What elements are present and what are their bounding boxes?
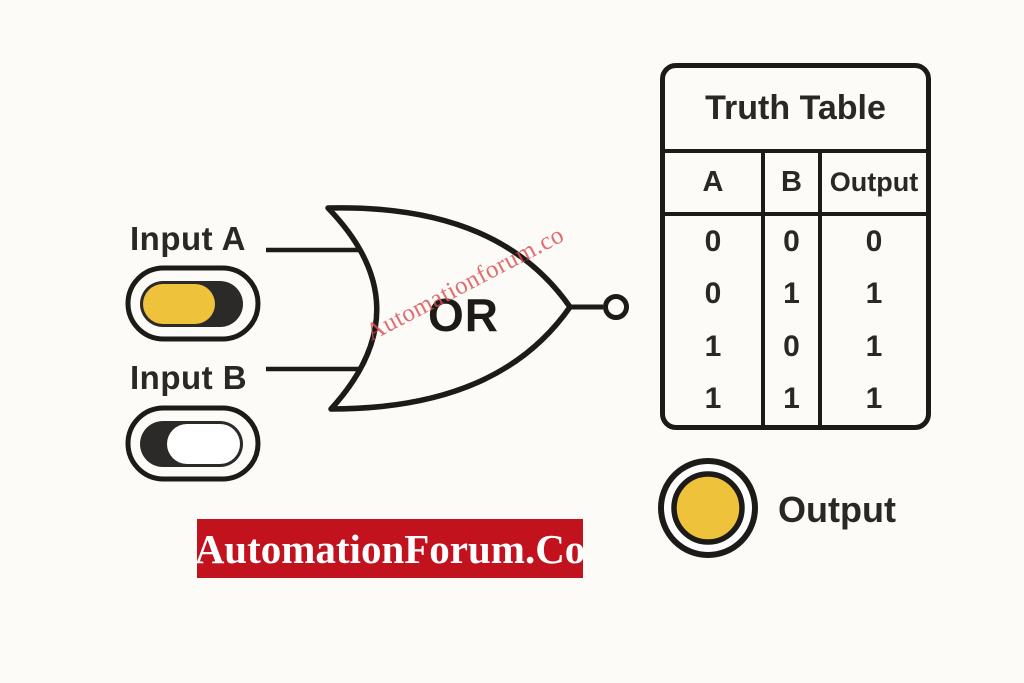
table-cell: 0	[761, 216, 818, 269]
output-legend-label: Output	[778, 489, 896, 530]
toggle-b-knob	[167, 424, 240, 464]
table-cell: 0	[704, 225, 722, 259]
table-cell: 1	[704, 329, 722, 363]
or-gate-body	[325, 205, 573, 412]
column-header-b: B	[761, 153, 818, 216]
table-cell: 1	[761, 372, 818, 425]
column-header-output: Output	[818, 153, 926, 216]
input-a-label: Input A	[130, 220, 246, 257]
truth-table-title: Truth Table	[665, 68, 926, 153]
brand-banner-text: AutomationForum.Co	[194, 525, 586, 572]
table-cell: 1	[704, 381, 722, 415]
table-cell: 0	[761, 320, 818, 373]
truth-table-grid: A B Output 0 0 0 0 1 1 1 0 1 1 1 1	[665, 153, 926, 425]
table-cell: 1	[761, 268, 818, 321]
output-node	[603, 294, 629, 320]
toggle-a-knob	[143, 284, 215, 324]
input-b-label: Input B	[130, 359, 248, 396]
table-cell: 1	[818, 372, 926, 425]
truth-table: Truth Table A B Output 0 0 0 0 1 1 1 0 1…	[660, 63, 931, 430]
gate-type-label: OR	[428, 289, 499, 341]
brand-banner: AutomationForum.Co	[194, 519, 586, 578]
column-header-a: A	[665, 153, 761, 216]
toggle-input-b[interactable]	[125, 405, 261, 482]
table-cell: 0	[704, 277, 722, 311]
toggle-input-a[interactable]	[125, 265, 261, 342]
output-lamp-bulb	[671, 471, 745, 545]
table-cell: 0	[818, 216, 926, 269]
table-cell: 1	[818, 320, 926, 373]
table-cell: 1	[818, 268, 926, 321]
output-lamp	[658, 458, 758, 558]
